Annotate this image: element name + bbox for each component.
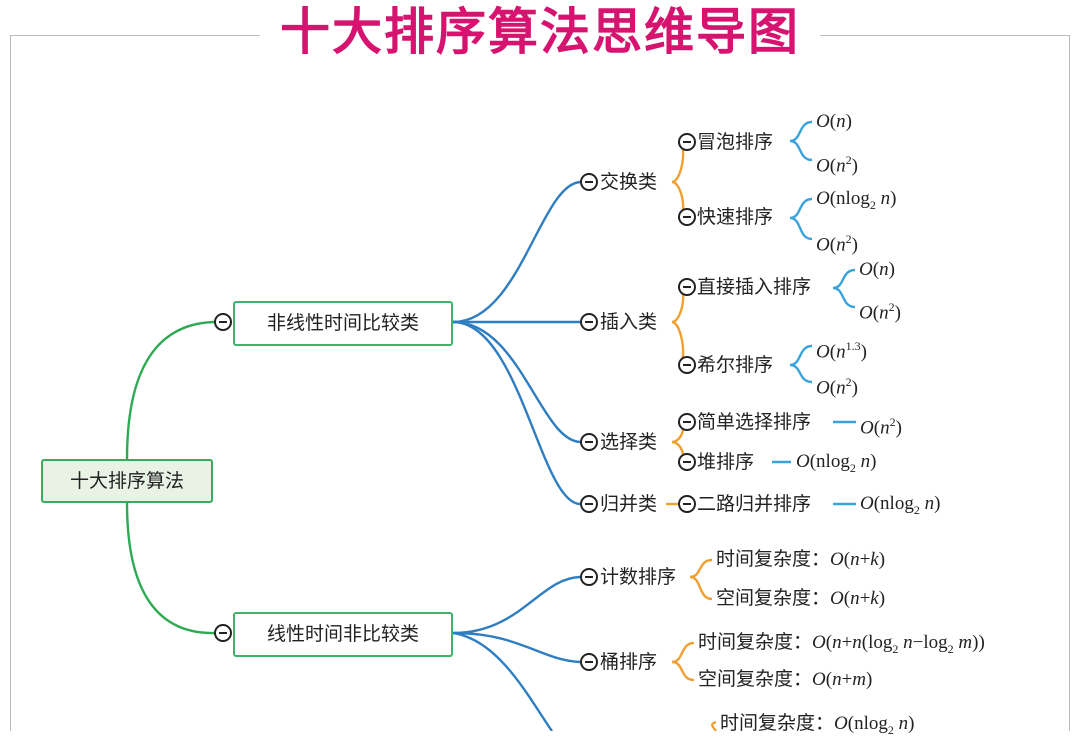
- shell-worst: O(n2): [816, 375, 858, 399]
- bracket-direct: [832, 268, 856, 309]
- bracket-insert: [671, 285, 685, 367]
- twoway-merge-node[interactable]: 二路归并排序: [697, 493, 812, 515]
- counting-node[interactable]: 计数排序: [600, 566, 677, 588]
- bracket-shell: [789, 344, 813, 384]
- merge-node[interactable]: 归并类: [600, 493, 658, 515]
- heap-node[interactable]: 堆排序: [697, 451, 755, 473]
- collapse-icon[interactable]: [580, 495, 598, 513]
- simple-select-node[interactable]: 简单选择排序: [697, 411, 812, 433]
- quick-node[interactable]: 快速排序: [697, 206, 774, 228]
- link-linear-bucket: [452, 631, 581, 664]
- link-root-linear: [125, 502, 215, 635]
- collapse-icon[interactable]: [678, 413, 696, 431]
- collapse-icon[interactable]: [214, 313, 232, 331]
- link-root-nonlinear: [125, 320, 215, 460]
- collapse-icon[interactable]: [580, 653, 598, 671]
- frame-top-right: [820, 35, 1070, 36]
- link-nonlinear-exchange: [452, 180, 581, 324]
- collapse-icon[interactable]: [214, 624, 232, 642]
- bracket-counting: [689, 558, 713, 601]
- insert-node[interactable]: 插入类: [600, 311, 658, 333]
- quick-best: O(nlog2 n): [816, 188, 897, 212]
- collapse-icon[interactable]: [678, 278, 696, 296]
- collapse-icon[interactable]: [678, 495, 696, 513]
- collapse-icon[interactable]: [678, 453, 696, 471]
- shell-node[interactable]: 希尔排序: [697, 354, 774, 376]
- direct-best: O(n): [859, 259, 895, 280]
- linear-node[interactable]: 线性时间非比较类: [233, 612, 453, 657]
- quick-worst: O(n2): [816, 232, 858, 256]
- select-node[interactable]: 选择类: [600, 431, 658, 453]
- bracket-partial: [711, 720, 717, 731]
- counting-time: 时间复杂度：O(n+k): [716, 549, 886, 570]
- link-linear-counting: [452, 575, 581, 635]
- twoway-merge-complexity: O(nlog2 n): [860, 493, 941, 517]
- bubble-node[interactable]: 冒泡排序: [697, 131, 774, 153]
- frame-top-left: [10, 35, 260, 36]
- bubble-worst: O(n2): [816, 153, 858, 177]
- simple-select-complexity: O(n2): [860, 415, 902, 439]
- direct-worst: O(n2): [859, 300, 901, 324]
- collapse-icon[interactable]: [678, 133, 696, 151]
- heap-complexity: O(nlog2 n): [796, 451, 877, 475]
- bucket-time: 时间复杂度：O(n+n(log2 n−log2 m)): [698, 632, 985, 656]
- direct-insert-node[interactable]: 直接插入排序: [697, 276, 812, 298]
- link-nonlinear-select: [452, 320, 581, 444]
- frame-right: [1069, 35, 1070, 731]
- partial-time: 时间复杂度：O(nlog2 n): [720, 713, 915, 737]
- nonlinear-node[interactable]: 非线性时间比较类: [233, 301, 453, 346]
- collapse-icon[interactable]: [678, 208, 696, 226]
- collapse-icon[interactable]: [580, 568, 598, 586]
- collapse-icon[interactable]: [580, 173, 598, 191]
- link-nonlinear-merge: [452, 320, 581, 506]
- bracket-bucket: [671, 641, 695, 682]
- bucket-node[interactable]: 桶排序: [600, 651, 658, 673]
- collapse-icon[interactable]: [580, 433, 598, 451]
- shell-best: O(n1.3): [816, 339, 867, 363]
- bracket-quick: [789, 197, 813, 241]
- counting-space: 空间复杂度：O(n+k): [716, 588, 886, 609]
- bracket-bubble: [789, 120, 813, 162]
- exchange-node[interactable]: 交换类: [600, 171, 658, 193]
- collapse-icon[interactable]: [678, 356, 696, 374]
- root-node[interactable]: 十大排序算法: [41, 459, 213, 503]
- bracket-exchange: [671, 140, 685, 219]
- bubble-best: O(n): [816, 111, 852, 132]
- collapse-icon[interactable]: [580, 313, 598, 331]
- page-title: 十大排序算法思维导图: [280, 3, 800, 61]
- bucket-space: 空间复杂度：O(n+m): [698, 669, 873, 690]
- link-linear-next: [452, 631, 553, 731]
- frame-left: [10, 35, 11, 731]
